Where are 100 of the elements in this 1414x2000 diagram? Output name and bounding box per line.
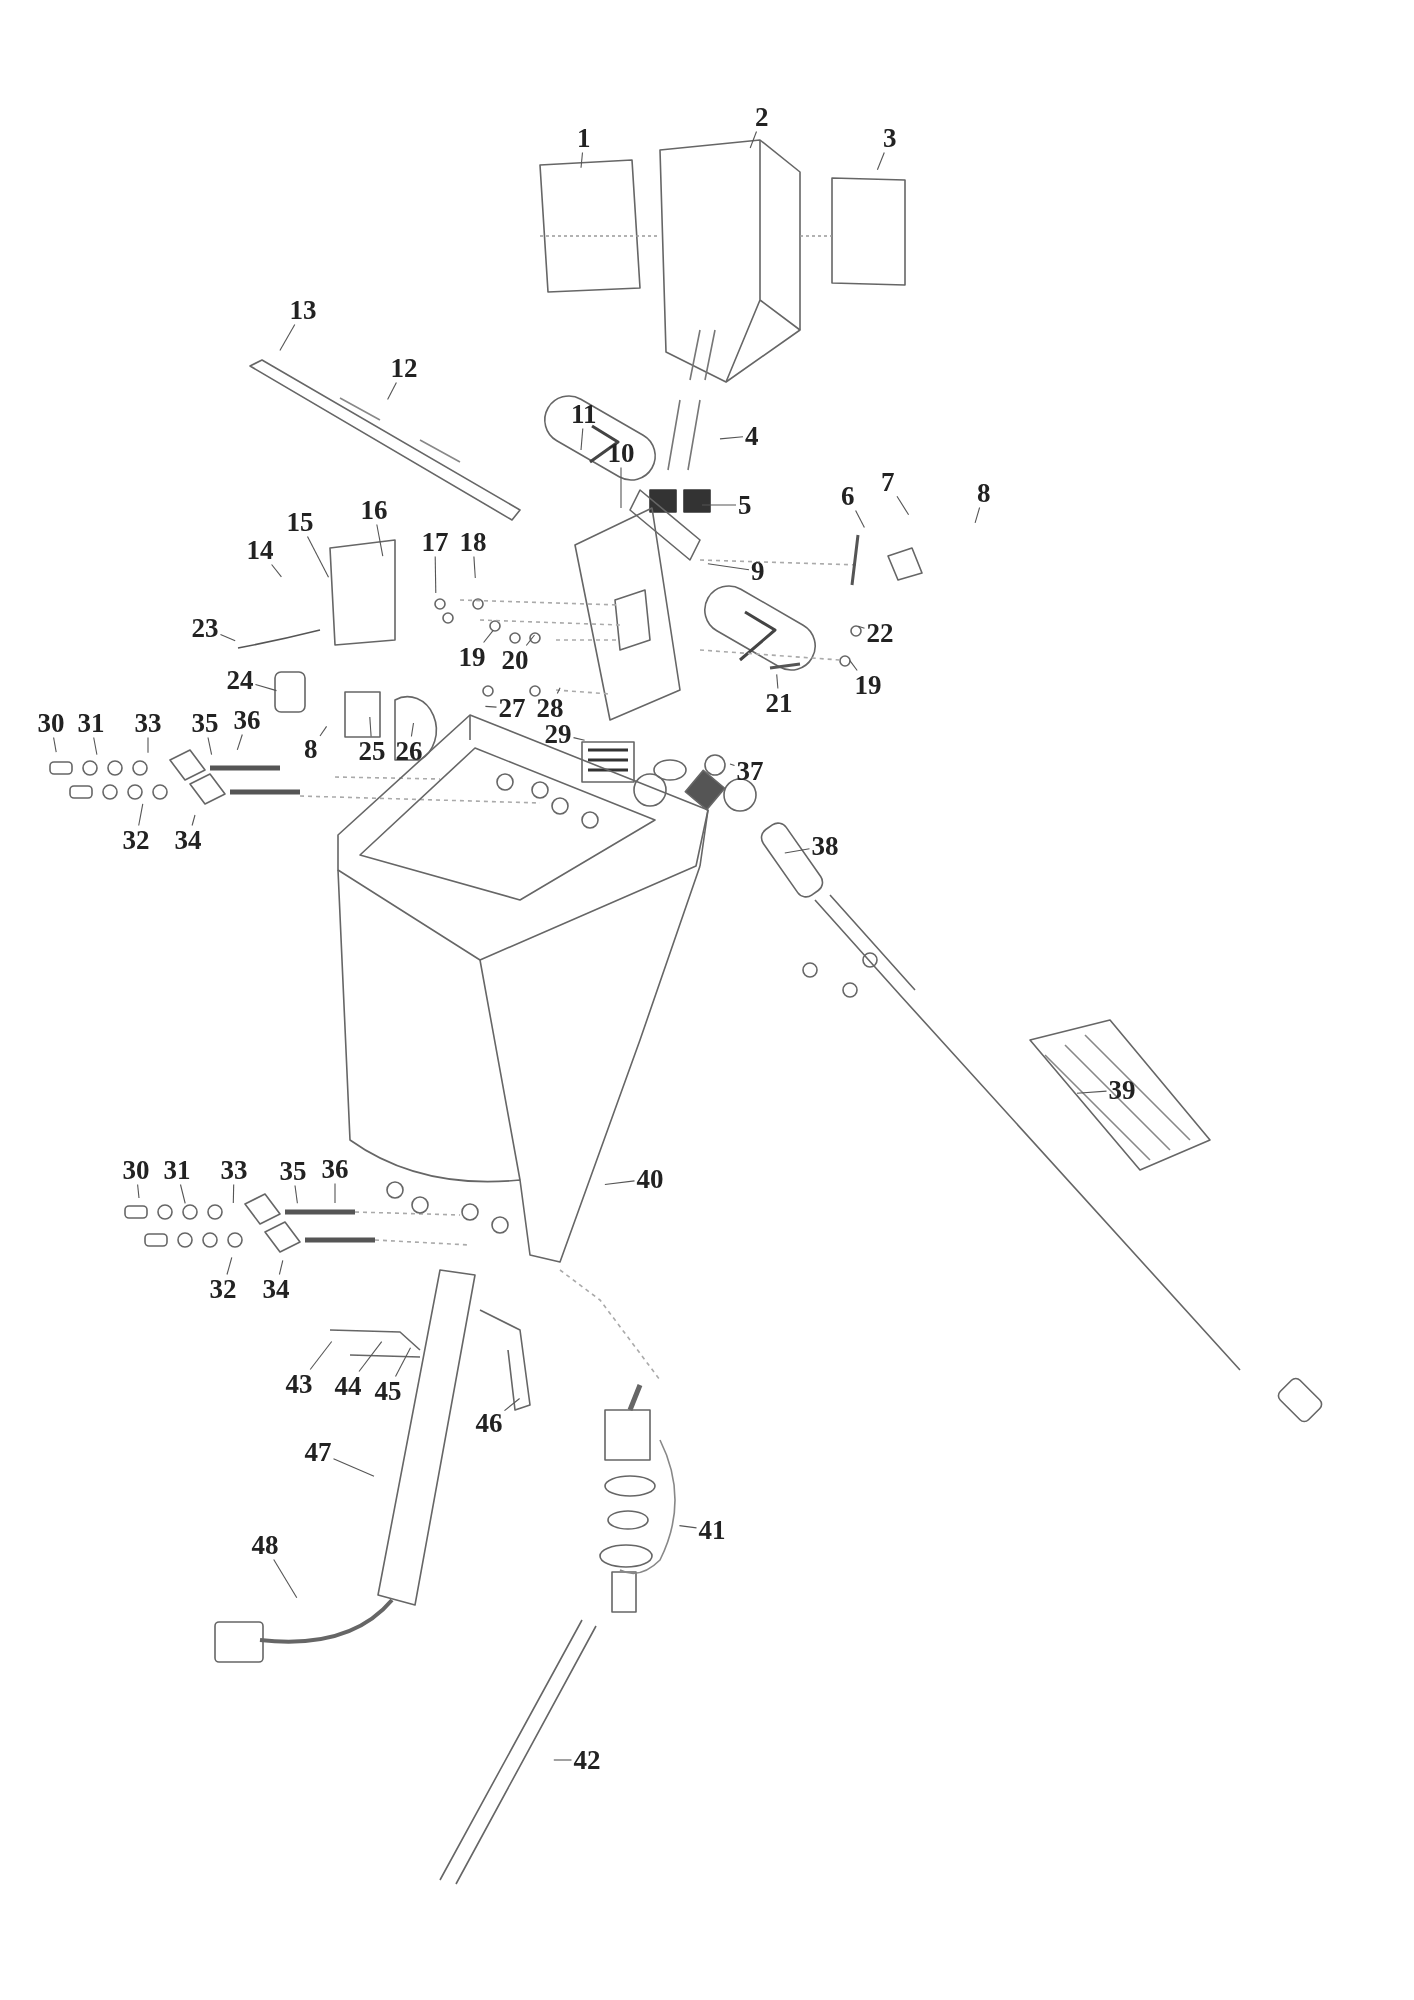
leader-line	[483, 629, 494, 644]
leader-line	[271, 563, 282, 578]
leader-line	[332, 1458, 375, 1477]
callout-number: 42	[571, 1745, 603, 1775]
leader-line	[138, 803, 144, 827]
leader-line	[387, 381, 397, 400]
leader-line	[53, 736, 57, 753]
leader-line	[358, 1341, 383, 1373]
callout-number: 13	[287, 295, 319, 325]
callout-number: 10	[605, 438, 637, 468]
callout-number: 27	[496, 693, 528, 723]
callout-number: 33	[218, 1155, 250, 1185]
callout-number: 6	[839, 481, 857, 511]
callout-number: 23	[189, 613, 221, 643]
leader-line	[334, 1182, 336, 1204]
callout-number: 35	[189, 708, 221, 738]
callout-number: 19	[456, 642, 488, 672]
leader-line	[93, 736, 98, 756]
leader-line	[1076, 1090, 1108, 1094]
leader-line	[434, 555, 437, 594]
leader-line	[309, 1340, 333, 1371]
callout-number: 25	[356, 736, 388, 766]
callout-number: 34	[172, 825, 204, 855]
leader-line	[147, 736, 149, 754]
leader-line	[376, 523, 384, 557]
callout-number: 1	[575, 123, 593, 153]
callout-number: 37	[734, 756, 766, 786]
leader-line	[784, 848, 811, 854]
leader-line	[484, 705, 498, 708]
callout-number: 24	[224, 665, 256, 695]
callout-number: 8	[302, 734, 320, 764]
callout-number: 9	[749, 556, 767, 586]
callout-number: 5	[736, 490, 754, 520]
leader-line	[525, 634, 536, 647]
callout-number: 12	[388, 353, 420, 383]
leader-line	[719, 436, 744, 440]
callout-number: 2	[753, 102, 771, 132]
leader-line	[749, 130, 758, 149]
callout-number: 30	[120, 1155, 152, 1185]
callout-number: 16	[358, 495, 390, 525]
leader-line	[572, 737, 586, 741]
callout-number: 41	[696, 1515, 728, 1545]
leader-line	[207, 736, 213, 756]
leader-line	[580, 427, 584, 451]
leader-line	[191, 814, 196, 827]
leader-line	[137, 1183, 140, 1199]
leader-line	[473, 555, 476, 579]
callout-number: 31	[161, 1155, 193, 1185]
leader-line	[849, 660, 858, 672]
leader-line	[503, 1397, 521, 1412]
callout-number: 36	[319, 1154, 351, 1184]
callout-number: 22	[864, 618, 896, 648]
leader-line	[232, 1183, 235, 1204]
callout-number: 17	[419, 527, 451, 557]
leader-line	[974, 506, 981, 524]
leader-line	[273, 1558, 298, 1599]
callout-number: 32	[120, 825, 152, 855]
leader-line	[179, 1183, 186, 1204]
leader-line	[279, 323, 296, 352]
callout-number: 44	[332, 1371, 364, 1401]
callout-number: 11	[569, 399, 599, 429]
callout-number: 18	[457, 527, 489, 557]
leader-line	[254, 683, 278, 692]
callout-number: 14	[244, 535, 276, 565]
leader-line	[319, 725, 328, 737]
callout-number: 32	[207, 1274, 239, 1304]
leader-line	[857, 625, 866, 629]
leader-line	[278, 1259, 284, 1276]
callout-number: 36	[231, 705, 263, 735]
callout-number: 4	[743, 421, 761, 451]
callout-number: 21	[763, 688, 795, 718]
leader-line	[306, 535, 330, 578]
callout-number: 15	[284, 507, 316, 537]
callout-number: 19	[852, 670, 884, 700]
callout-number: 3	[881, 123, 899, 153]
leader-line	[553, 1759, 573, 1761]
leader-line	[604, 1180, 636, 1186]
leader-line	[776, 673, 779, 690]
leader-line	[678, 1525, 698, 1529]
leader-line	[701, 504, 737, 506]
callout-number: 8	[975, 478, 993, 508]
callout-number: 39	[1106, 1075, 1138, 1105]
leader-line	[236, 733, 243, 751]
callout-number: 38	[809, 831, 841, 861]
callout-number: 40	[634, 1164, 666, 1194]
leader-line	[394, 1347, 412, 1378]
leader-line	[729, 763, 736, 767]
leader-line	[896, 495, 910, 516]
callout-number: 43	[283, 1369, 315, 1399]
callout-number: 31	[75, 708, 107, 738]
callout-number: 30	[35, 708, 67, 738]
callout-number: 45	[372, 1376, 404, 1406]
leader-line	[226, 1256, 233, 1276]
callout-number: 34	[260, 1274, 292, 1304]
callout-number: 20	[499, 645, 531, 675]
leader-line	[707, 563, 750, 571]
leader-line	[219, 634, 236, 642]
leader-line	[876, 151, 885, 171]
callout-number: 46	[473, 1408, 505, 1438]
callout-number: 48	[249, 1530, 281, 1560]
